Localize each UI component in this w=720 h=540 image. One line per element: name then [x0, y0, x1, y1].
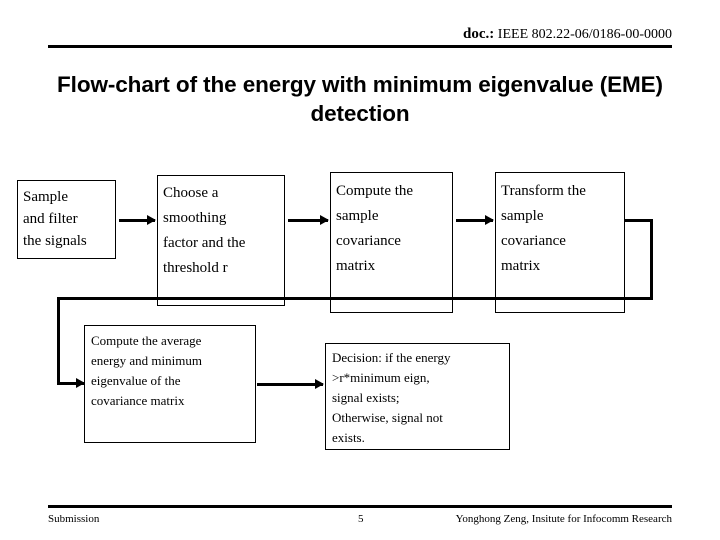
- flowchart-box-label: Sample and filter the signals: [23, 189, 87, 249]
- connector-segment-bottom: [57, 297, 653, 300]
- connector-segment-right: [650, 219, 653, 300]
- arrow-choose-to-compute-icon: [288, 215, 329, 225]
- footer-divider: [48, 505, 672, 508]
- document-header: doc.: IEEE 802.22-06/0186-00-0000: [48, 26, 672, 43]
- flowchart-box-label: Compute the average energy and minimum e…: [91, 333, 202, 408]
- flowchart-box-label: Compute the sample covariance matrix: [336, 183, 414, 274]
- footer-author-affiliation: Yonghong Zeng, Insitute for Infocomm Res…: [455, 513, 672, 525]
- flowchart-box-decision: Decision: if the energy >r*minimum eign,…: [325, 343, 510, 450]
- flowchart-box-transform-covariance: Transform the sample covariance matrix: [495, 172, 625, 313]
- doc-label: doc.:: [463, 26, 495, 42]
- arrow-energy-to-decision-icon: [257, 379, 324, 389]
- flowchart-box-sample-filter: Sample and filter the signals: [17, 180, 116, 259]
- flowchart-box-compute-energy-eigenvalue: Compute the average energy and minimum e…: [84, 325, 256, 443]
- flowchart-box-compute-covariance: Compute the sample covariance matrix: [330, 172, 453, 313]
- connector-segment-left: [57, 297, 60, 384]
- flowchart-box-choose-smoothing: Choose a smoothing factor and the thresh…: [157, 175, 285, 306]
- footer-page-number: 5: [358, 513, 364, 525]
- arrow-compute-to-transform-icon: [456, 215, 494, 225]
- footer-submission-label: Submission: [48, 513, 100, 525]
- page-title: Flow-chart of the energy with minimum ei…: [57, 72, 663, 126]
- flowchart-box-label: Transform the sample covariance matrix: [501, 183, 586, 274]
- connector-segment-top: [625, 219, 653, 222]
- arrow-sample-to-choose-icon: [119, 215, 156, 225]
- flowchart-box-label: Choose a smoothing factor and the thresh…: [163, 185, 246, 276]
- flowchart-box-label: Decision: if the energy >r*minimum eign,…: [332, 350, 451, 445]
- doc-number: IEEE 802.22-06/0186-00-0000: [497, 27, 672, 42]
- header-divider: [48, 45, 672, 48]
- arrow-transform-to-energy-icon: [57, 378, 85, 388]
